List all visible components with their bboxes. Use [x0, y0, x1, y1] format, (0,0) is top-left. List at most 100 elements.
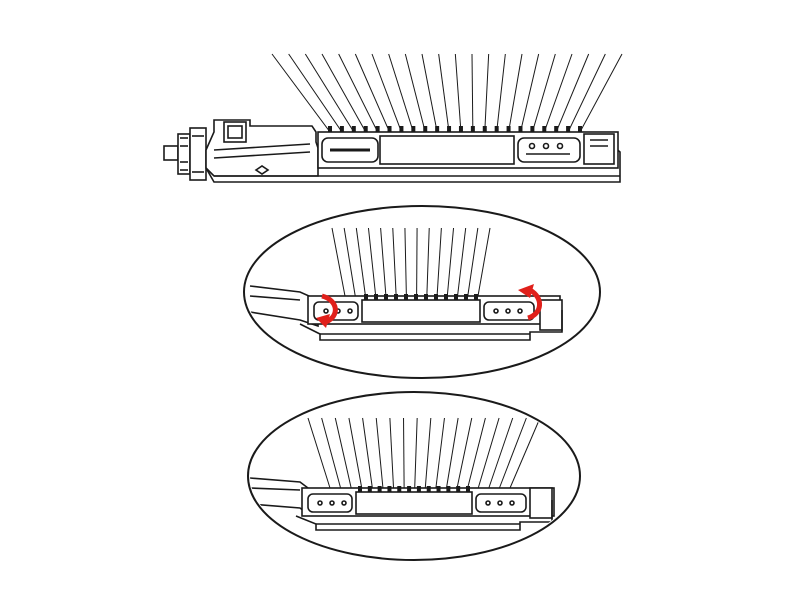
- overview-jet-16: [508, 53, 523, 133]
- result-nozzle-4: [387, 486, 392, 492]
- adjust-detail-panel: [243, 205, 601, 379]
- result-jet-13: [456, 417, 473, 489]
- adjust-jet-4: [367, 227, 377, 297]
- overview-nozzle-13: [470, 126, 475, 132]
- overview-jet-14: [484, 53, 490, 133]
- adjust-jet-10: [436, 227, 442, 297]
- overview-nozzle-5: [375, 126, 380, 132]
- sprinkler-housing: [205, 119, 621, 183]
- adjust-nozzle-1: [364, 294, 368, 300]
- adjust-nozzle-4: [394, 294, 398, 300]
- adjust-jet-14: [477, 227, 491, 297]
- adjust-jet-1: [331, 227, 346, 297]
- result-jet-9: [414, 417, 418, 489]
- adjust-jet-12: [457, 227, 467, 297]
- adjust-nozzle-8: [434, 294, 438, 300]
- overview-nozzle-11: [447, 126, 452, 132]
- adjust-jet-6: [392, 227, 397, 297]
- result-jet-3: [334, 417, 352, 489]
- overview-jet-21: [567, 53, 606, 133]
- overview-nozzle-16: [506, 126, 511, 132]
- overview-jet-12: [454, 53, 462, 133]
- result-jet-17: [498, 417, 527, 489]
- adjust-nozzle-5: [404, 294, 408, 300]
- overview-nozzle-4: [363, 126, 368, 132]
- overview-jet-7: [371, 53, 402, 133]
- result-jet-10: [424, 417, 432, 489]
- adjust-jet-11: [446, 227, 455, 297]
- result-jet-6: [375, 417, 384, 489]
- overview-nozzle-21: [566, 126, 571, 132]
- overview-jet-2: [288, 53, 343, 133]
- adjust-nozzle-3: [384, 294, 388, 300]
- overview-nozzle-19: [542, 126, 547, 132]
- adjust-jet-2: [343, 227, 356, 297]
- adjust-spray-jets: [331, 227, 491, 297]
- overview-nozzle-6: [387, 126, 392, 132]
- overview-jet-9: [404, 53, 426, 133]
- overview-panel: [163, 53, 623, 183]
- adjust-nozzle-6: [414, 294, 418, 300]
- spray-tube: [317, 131, 619, 169]
- result-jet-11: [435, 417, 445, 489]
- result-nozzle-6: [407, 486, 412, 492]
- overview-nozzles: [328, 126, 582, 132]
- adjust-nozzle-12: [474, 294, 478, 300]
- result-nozzles: [358, 486, 470, 492]
- result-jet-4: [348, 417, 363, 489]
- result-jet-7: [389, 417, 395, 489]
- adjust-jet-7: [404, 227, 407, 297]
- result-jet-1: [307, 417, 331, 489]
- overview-jet-22: [579, 53, 623, 133]
- result-jet-8: [403, 417, 405, 489]
- overview-jet-19: [543, 53, 573, 133]
- overview-spray-jets: [271, 53, 623, 133]
- adjust-jet-9: [426, 227, 430, 297]
- result-nozzle-2: [367, 486, 372, 492]
- result-nozzle-9: [436, 486, 441, 492]
- adjust-nozzle-7: [424, 294, 428, 300]
- overview-nozzle-7: [399, 126, 404, 132]
- result-spray-jets: [307, 417, 541, 489]
- overview-jet-3: [304, 53, 355, 133]
- adjust-nozzle-9: [444, 294, 448, 300]
- curved-rotate-arrow-right-icon: [518, 284, 542, 321]
- result-jet-15: [477, 417, 500, 489]
- overview-jet-15: [496, 53, 506, 133]
- overview-nozzle-12: [458, 126, 463, 132]
- overview-jet-1: [271, 53, 331, 133]
- result-nozzle-7: [416, 486, 421, 492]
- result-detail-panel: [247, 391, 581, 561]
- overview-nozzle-3: [351, 126, 356, 132]
- overview-jet-5: [338, 53, 379, 133]
- overview-nozzle-15: [494, 126, 499, 132]
- result-jet-2: [321, 417, 342, 489]
- result-jet-5: [362, 417, 373, 489]
- adjust-nozzle-11: [464, 294, 468, 300]
- result-jet-14: [467, 417, 486, 489]
- overview-jet-6: [354, 53, 390, 133]
- overview-nozzle-14: [482, 126, 487, 132]
- result-jet-12: [445, 417, 459, 489]
- overview-nozzle-10: [435, 126, 440, 132]
- overview-jet-17: [519, 53, 540, 133]
- overview-nozzle-22: [578, 126, 582, 132]
- result-jet-18: [509, 417, 541, 489]
- adjust-jet-5: [380, 227, 387, 297]
- hose-connector: [163, 127, 207, 181]
- result-nozzle-3: [377, 486, 382, 492]
- overview-nozzle-8: [411, 126, 416, 132]
- result-nozzle-8: [426, 486, 431, 492]
- adjust-nozzles: [364, 294, 478, 300]
- overview-jet-4: [321, 53, 367, 133]
- curved-rotate-arrow-left-icon: [316, 293, 338, 328]
- result-nozzle-5: [397, 486, 402, 492]
- overview-nozzle-1: [328, 126, 332, 132]
- overview-nozzle-18: [530, 126, 535, 132]
- overview-jet-20: [555, 53, 590, 133]
- adjust-jet-3: [355, 227, 366, 297]
- result-nozzle-10: [446, 486, 451, 492]
- overview-nozzle-9: [423, 126, 428, 132]
